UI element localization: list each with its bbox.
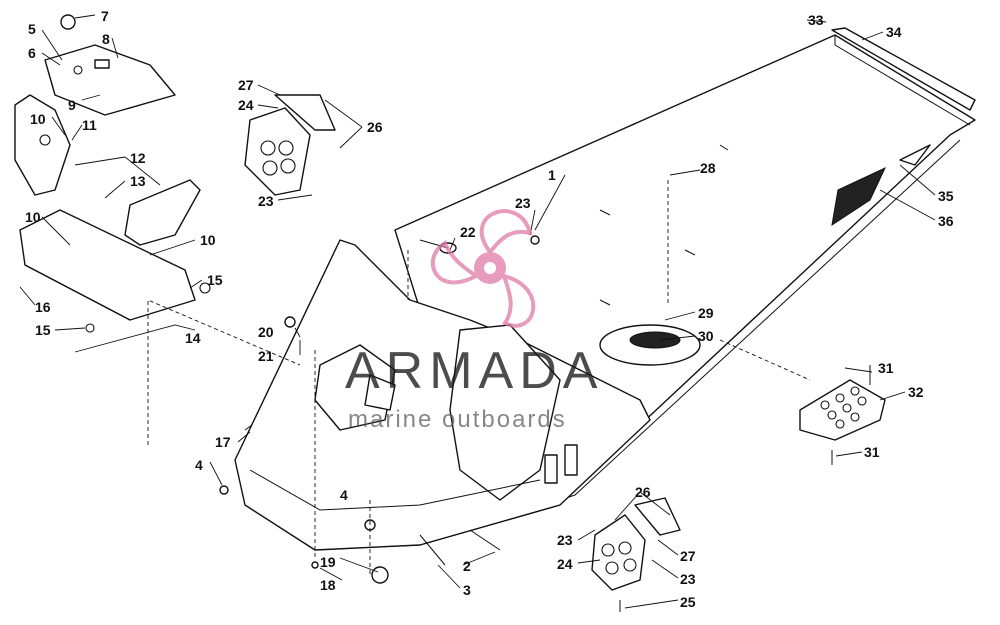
callout-36: 36	[938, 213, 954, 229]
callout-2: 2	[463, 558, 471, 574]
callout-32: 32	[908, 384, 924, 400]
callout-9: 9	[68, 97, 76, 113]
callout-23-c: 23	[557, 532, 573, 548]
callout-23-b: 23	[515, 195, 531, 211]
callout-21: 21	[258, 348, 274, 364]
callout-26-a: 26	[367, 119, 383, 135]
callout-14: 14	[185, 330, 201, 346]
side-bracket-bottom	[591, 497, 681, 591]
callout-4-a: 4	[195, 457, 203, 473]
upper-cover-5-9	[44, 14, 176, 116]
callout-29: 29	[698, 305, 714, 321]
callout-10-b: 10	[25, 209, 41, 225]
callout-10-a: 10	[30, 111, 46, 127]
callout-27-b: 27	[680, 548, 696, 564]
callout-31-b: 31	[864, 444, 880, 460]
callout-23-a: 23	[258, 193, 274, 209]
watermark-tagline: marine outboards	[348, 406, 567, 433]
callout-15-a: 15	[207, 272, 223, 288]
watermark-brand: ARMADA	[345, 342, 603, 400]
front-bulkhead	[234, 239, 651, 551]
callout-7: 7	[101, 8, 109, 24]
callout-28: 28	[700, 160, 716, 176]
callout-17: 17	[215, 434, 231, 450]
callout-30: 30	[698, 328, 714, 344]
callout-24-a: 24	[238, 97, 254, 113]
callout-6: 6	[28, 45, 36, 61]
callout-22: 22	[460, 224, 476, 240]
callout-24-b: 24	[557, 556, 573, 572]
side-bracket-top	[244, 94, 336, 196]
armada-logo	[430, 209, 536, 328]
callout-27-a: 27	[238, 77, 254, 93]
callout-labels: 7 5 8 6 9 10 11 12 13 10 10 15 16 15 14 …	[25, 8, 954, 610]
rail-34	[831, 27, 976, 111]
callout-10-c: 10	[200, 232, 216, 248]
callout-5: 5	[28, 21, 36, 37]
callout-11: 11	[82, 117, 97, 133]
callout-20: 20	[258, 324, 274, 340]
callout-18: 18	[320, 577, 336, 593]
callout-4-b: 4	[340, 487, 348, 503]
callout-25: 25	[680, 594, 696, 610]
callout-1: 1	[548, 167, 556, 183]
callout-8: 8	[102, 31, 110, 47]
tunnel-decal-36	[831, 144, 931, 227]
callout-34: 34	[886, 24, 902, 40]
callout-31-a: 31	[878, 360, 894, 376]
callout-13: 13	[130, 173, 146, 189]
callout-19: 19	[320, 554, 336, 570]
callout-12: 12	[130, 150, 146, 166]
callout-16: 16	[35, 299, 51, 315]
callout-26-b: 26	[635, 484, 651, 500]
leader-lines	[19, 14, 936, 609]
step-plate-31-32	[799, 379, 886, 441]
footrest-29-30	[599, 324, 701, 366]
callout-23-d: 23	[680, 571, 696, 587]
bracket-10-12	[14, 94, 201, 246]
callout-35: 35	[938, 188, 954, 204]
callout-3: 3	[463, 582, 471, 598]
callout-15-b: 15	[35, 322, 51, 338]
callout-33: 33	[808, 12, 824, 28]
skid-plate-14	[19, 209, 211, 333]
